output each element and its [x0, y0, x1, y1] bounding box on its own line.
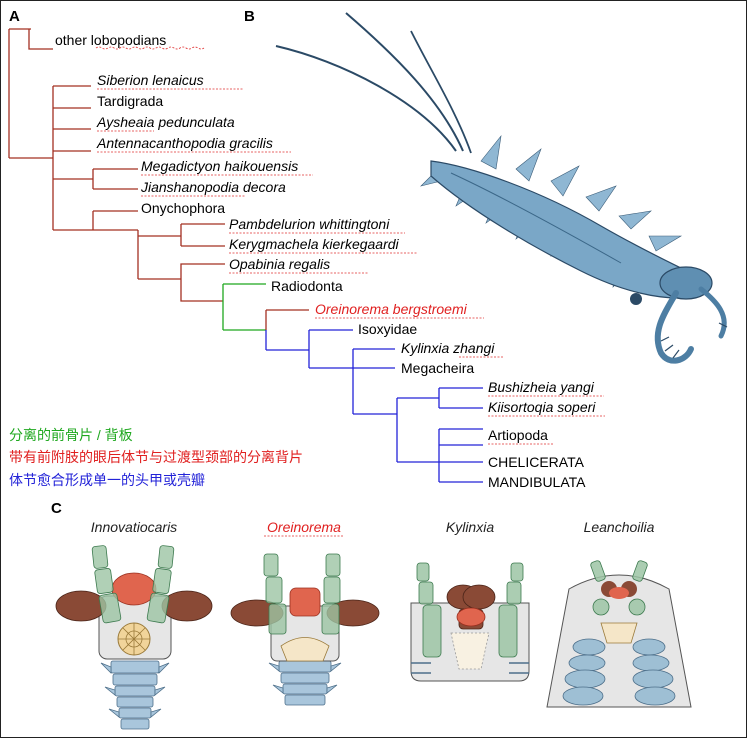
taxon-radiodonta: Radiodonta — [271, 278, 343, 294]
caption-leanchoilia: Leanchoilia — [584, 519, 655, 535]
legend-blue: 体节愈合形成单一的头甲或壳瓣 — [9, 472, 205, 488]
taxon-chelicerata: CHELICERATA — [488, 454, 585, 470]
taxon-kerygmachela: Kerygmachela kierkegaardi — [229, 236, 400, 252]
panel-label-c: C — [51, 500, 62, 517]
head-diagram-oreinorema — [230, 553, 380, 706]
head-diagram-kylinxia — [410, 562, 530, 682]
taxon-kiisortoqia: Kiisortoqia soperi — [488, 399, 596, 415]
taxon-antennacanthopodia: Antennacanthopodia gracilis — [96, 135, 273, 151]
taxon-artiopoda: Artiopoda — [488, 427, 548, 443]
taxon-pambdelurion: Pambdelurion whittingtoni — [229, 216, 390, 232]
caption-oreinorema: Oreinorema — [267, 519, 341, 535]
head-diagram-leanchoilia — [546, 560, 692, 708]
taxon-siberion: Siberion lenaicus — [97, 72, 204, 88]
taxon-megacheira: Megacheira — [401, 360, 474, 376]
cladogram-labels: other lobopodians Siberion lenaicus Tard… — [55, 32, 605, 490]
taxon-kylinxia: Kylinxia zhangi — [401, 340, 495, 356]
caption-kylinxia: Kylinxia — [446, 519, 494, 535]
taxon-isoxyidae: Isoxyidae — [358, 321, 417, 337]
taxon-oreinorema: Oreinorema bergstroemi — [315, 301, 468, 317]
cladogram-branches — [8, 28, 483, 483]
taxon-opabinia: Opabinia regalis — [229, 256, 330, 272]
legend: 分离的前骨片 / 背板 带有前附肢的眼后体节与过渡型颈部的分离背片 体节愈合形成… — [9, 427, 303, 488]
legend-red: 带有前附肢的眼后体节与过渡型颈部的分离背片 — [9, 449, 303, 465]
panel-label-b: B — [244, 8, 255, 25]
head-diagram-innovatiocaris — [55, 545, 213, 730]
panel-label-a: A — [9, 8, 20, 25]
taxon-mandibulata: MANDIBULATA — [488, 474, 586, 490]
reconstruction-illustration — [275, 12, 728, 364]
taxon-other-lobopodians: other lobopodians — [55, 32, 166, 48]
caption-innovatiocaris: Innovatiocaris — [91, 519, 177, 535]
taxon-aysheaia: Aysheaia pedunculata — [96, 114, 235, 130]
taxon-jianshanopodia: Jianshanopodia decora — [140, 179, 286, 195]
taxon-megadictyon: Megadictyon haikouensis — [141, 158, 298, 174]
taxon-bushizheia: Bushizheia yangi — [488, 379, 595, 395]
legend-green: 分离的前骨片 / 背板 — [9, 427, 133, 443]
taxon-tardigrada: Tardigrada — [97, 93, 163, 109]
taxon-onychophora: Onychophora — [141, 200, 225, 216]
